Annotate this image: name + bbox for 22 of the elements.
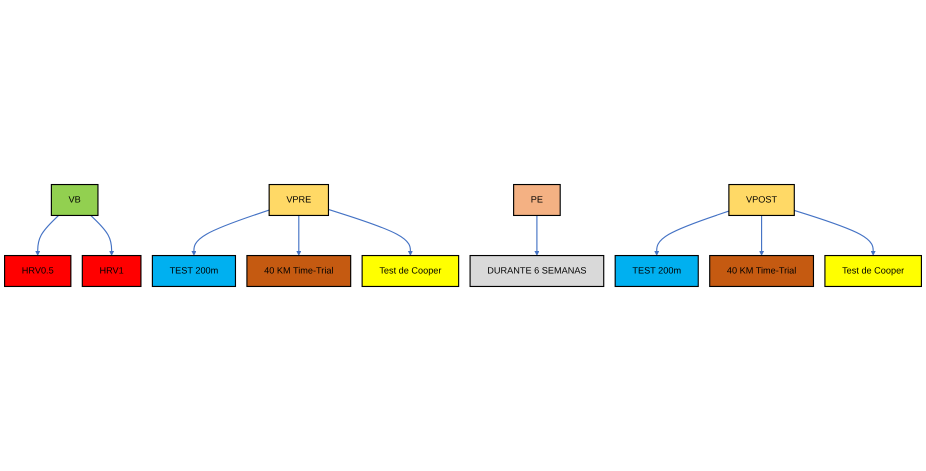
arrow [191,210,270,256]
arrow [90,215,114,256]
node-box [82,254,142,288]
arrow [759,215,764,256]
node-box [728,184,795,216]
arrow [654,210,730,256]
node-box [50,184,99,216]
node-box [268,184,330,216]
arrow [35,215,59,256]
arrow [534,215,540,256]
node-box [614,254,699,288]
node-box [513,184,561,216]
node-box [362,254,460,288]
node-box [4,254,72,288]
node-box [246,254,352,288]
node-box [470,254,604,288]
arrow [296,215,302,256]
node-box [709,254,814,288]
node-box [152,254,236,288]
arrow [328,208,413,256]
arrow [794,210,876,256]
node-box [824,254,922,288]
